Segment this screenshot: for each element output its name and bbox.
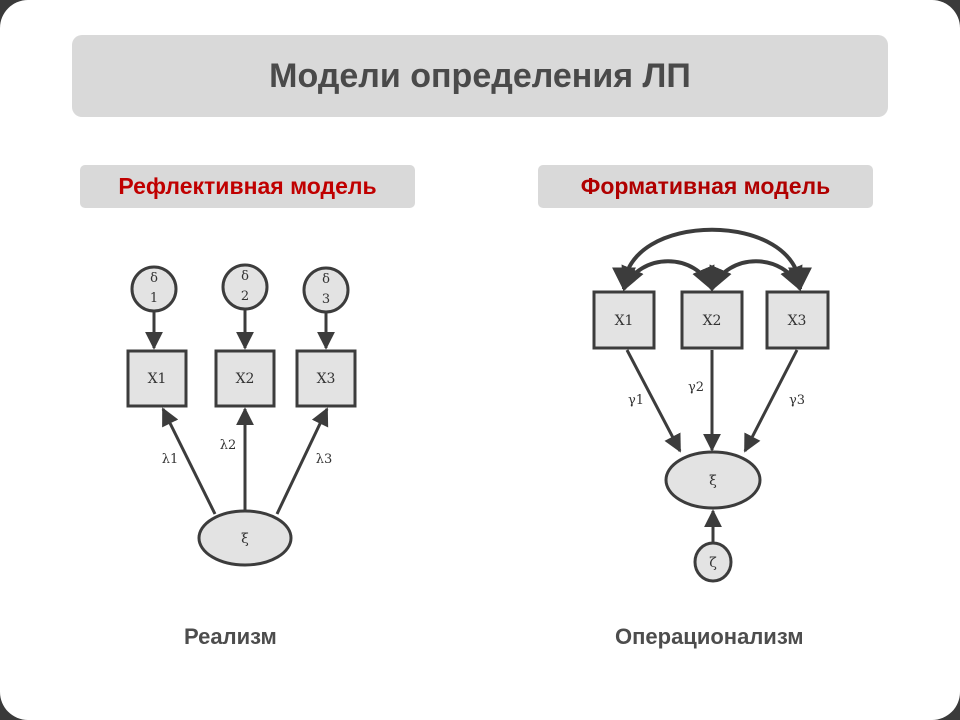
- weight-arrow-3: [743, 349, 799, 453]
- correlation-arc-x2-x3: [709, 259, 803, 292]
- latent-node: ξ: [664, 450, 762, 510]
- error-node-1: δ 1: [130, 265, 178, 313]
- loading-arrow-1: [161, 407, 217, 515]
- indicator-node-x3: X3: [765, 290, 830, 350]
- error-index: 1: [150, 291, 158, 306]
- weight-label-2: γ2: [688, 380, 704, 395]
- disturbance-node: ζ: [693, 541, 733, 583]
- loading-label-2: λ2: [220, 438, 237, 453]
- weight-arrow-1: [625, 349, 682, 453]
- loading-arrow-3: [275, 407, 329, 515]
- reflective-model-label: Рефлективная модель: [80, 165, 415, 208]
- indicator-label: X2: [703, 313, 722, 329]
- indicator-node-x1: X1: [126, 349, 188, 408]
- indicator-label: X3: [788, 313, 807, 329]
- latent-label: ξ: [241, 531, 249, 547]
- latent-label: ξ: [709, 473, 717, 489]
- indicator-node-x2: X2: [214, 349, 276, 408]
- error-node-2: δ 2: [221, 263, 269, 311]
- formative-caption: Операционализм: [615, 624, 804, 649]
- formative-model-label: Формативная модель: [538, 165, 873, 208]
- correlation-arc-x1-x3: [612, 227, 812, 292]
- error-symbol: δ: [241, 269, 249, 284]
- indicator-node-x1: X1: [592, 290, 656, 350]
- formative-diagram: X1 X2 X3 γ1 γ2 γ3 ξ: [592, 227, 830, 583]
- indicator-label: X1: [148, 371, 167, 387]
- error-index: 3: [322, 292, 330, 307]
- error-symbol: δ: [322, 272, 330, 287]
- indicator-label: X2: [236, 371, 255, 387]
- loading-label-1: λ1: [162, 452, 179, 467]
- latent-node: ξ: [197, 509, 293, 567]
- indicator-label: X1: [615, 313, 634, 329]
- indicator-label: X3: [317, 371, 336, 387]
- title-bar: Модели определения ЛП: [72, 35, 888, 117]
- correlation-arc-x1-x2: [621, 259, 715, 292]
- reflective-caption: Реализм: [184, 624, 277, 649]
- disturbance-label: ζ: [709, 555, 717, 571]
- error-index: 2: [241, 289, 249, 304]
- indicator-node-x2: X2: [680, 290, 744, 350]
- loading-label-3: λ3: [316, 452, 333, 467]
- page-title: Модели определения ЛП: [269, 56, 691, 95]
- error-symbol: δ: [150, 271, 158, 286]
- weight-label-3: γ3: [789, 393, 805, 408]
- error-node-3: δ 3: [302, 266, 350, 314]
- indicator-node-x3: X3: [295, 349, 357, 408]
- reflective-diagram: δ 1 δ 2 δ 3 X1: [126, 263, 357, 567]
- weight-label-1: γ1: [628, 393, 644, 408]
